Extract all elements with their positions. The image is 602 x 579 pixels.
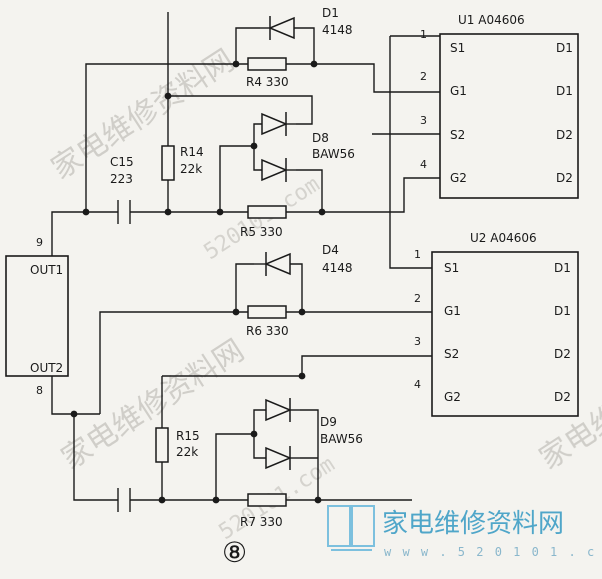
diode-d9-upper bbox=[265, 398, 300, 422]
label-d8-name: D8 bbox=[312, 131, 329, 145]
diodes bbox=[254, 16, 300, 470]
label-r14-value: 22k bbox=[180, 162, 202, 176]
resistor-r4 bbox=[247, 57, 287, 71]
driver-out1-label: OUT1 bbox=[30, 263, 63, 277]
u1-pin-d1a: D1 bbox=[556, 41, 573, 55]
label-d1-name: D1 bbox=[322, 6, 339, 20]
lower-wiring bbox=[51, 263, 432, 501]
label-d8-value: BAW56 bbox=[312, 147, 355, 161]
u2-pin-g2: G2 bbox=[444, 390, 461, 404]
driver-pin-9: 9 bbox=[36, 236, 43, 249]
label-r15-value: 22k bbox=[176, 445, 198, 459]
resistor-r7 bbox=[247, 493, 287, 507]
u2-pin-d2a: D2 bbox=[554, 347, 571, 361]
driver-pin-8: 8 bbox=[36, 384, 43, 397]
label-r7: R7 330 bbox=[240, 515, 283, 529]
resistor-r5 bbox=[247, 205, 287, 219]
diode-d9-lower bbox=[265, 446, 300, 470]
figure-number: ⑧ bbox=[222, 536, 247, 569]
driver-out2-label: OUT2 bbox=[30, 361, 63, 375]
u2-pin-d1b: D1 bbox=[554, 304, 571, 318]
label-r15-name: R15 bbox=[176, 429, 200, 443]
u2-pinnum-1: 1 bbox=[414, 248, 421, 261]
logo-url: w w w . 5 2 0 1 0 1 . c o m bbox=[384, 545, 602, 559]
u1-pin-s1: S1 bbox=[450, 41, 465, 55]
label-d9-name: D9 bbox=[320, 415, 337, 429]
u1-pinnum-4: 4 bbox=[420, 158, 427, 171]
u2-pin-s1: S1 bbox=[444, 261, 459, 275]
chip-u1-label: U1 A04606 bbox=[458, 13, 525, 27]
logo-book-icon bbox=[327, 505, 375, 551]
label-d4-value: 4148 bbox=[322, 261, 353, 275]
label-r14-name: R14 bbox=[180, 145, 204, 159]
chip-u2-label: U2 A04606 bbox=[470, 231, 537, 245]
junctions bbox=[70, 60, 326, 504]
capacitor-lower bbox=[117, 488, 131, 512]
u2-pin-d2b: D2 bbox=[554, 390, 571, 404]
resistor-r14 bbox=[161, 145, 175, 181]
label-d4-name: D4 bbox=[322, 243, 339, 257]
u1-pinnum-2: 2 bbox=[420, 70, 427, 83]
u2-pin-g1: G1 bbox=[444, 304, 461, 318]
u1-pin-g2: G2 bbox=[450, 171, 467, 185]
u2-pinnum-4: 4 bbox=[414, 378, 421, 391]
diode-d1 bbox=[260, 16, 295, 40]
site-logo: 家电维修资料网 w w w . 5 2 0 1 0 1 . c o m bbox=[327, 505, 602, 559]
label-r5: R5 330 bbox=[240, 225, 283, 239]
u1-pin-g1: G1 bbox=[450, 84, 467, 98]
u1-pinnum-3: 3 bbox=[420, 114, 427, 127]
u2-pin-s2: S2 bbox=[444, 347, 459, 361]
u2-pin-d1a: D1 bbox=[554, 261, 571, 275]
u2-pinnum-3: 3 bbox=[414, 335, 421, 348]
driver-ic: OUT1 OUT2 9 8 bbox=[5, 236, 69, 397]
diode-d8-upper bbox=[261, 112, 296, 136]
upper-wiring bbox=[51, 12, 440, 269]
component-labels: D1 4148 R4 330 D8 BAW56 R14 22k C15 223 … bbox=[110, 6, 363, 529]
label-r4: R4 330 bbox=[246, 75, 289, 89]
watermark-layer: 家电维修资料网 家电维修资料网 家电维修资料网 520101.com 52010… bbox=[45, 43, 602, 545]
chip-u1: U1 A04606 S1 G1 S2 G2 D1 D1 D2 D2 1 2 3 … bbox=[420, 13, 579, 199]
diode-d4 bbox=[254, 252, 291, 276]
capacitors bbox=[117, 200, 131, 512]
u1-pin-s2: S2 bbox=[450, 128, 465, 142]
label-r6: R6 330 bbox=[246, 324, 289, 338]
label-c15-name: C15 bbox=[110, 155, 134, 169]
label-d9-value: BAW56 bbox=[320, 432, 363, 446]
u1-pin-d2a: D2 bbox=[556, 128, 573, 142]
watermark-text-middle: 家电维修资料网 bbox=[55, 333, 250, 477]
resistors bbox=[155, 57, 287, 507]
u2-pinnum-2: 2 bbox=[414, 292, 421, 305]
resistor-r6 bbox=[247, 305, 287, 319]
label-d1-value: 4148 bbox=[322, 23, 353, 37]
logo-text: 家电维修资料网 bbox=[382, 509, 564, 539]
u1-pin-d1b: D1 bbox=[556, 84, 573, 98]
label-c15-value: 223 bbox=[110, 172, 133, 186]
resistor-r15 bbox=[155, 427, 169, 463]
capacitor-c15 bbox=[117, 200, 131, 224]
diode-d8-lower bbox=[261, 158, 296, 182]
chip-u2: U2 A04606 S1 G1 S2 G2 D1 D1 D2 D2 1 2 3 … bbox=[414, 231, 579, 417]
u1-pin-d2b: D2 bbox=[556, 171, 573, 185]
u1-pinnum-1: 1 bbox=[420, 28, 427, 41]
